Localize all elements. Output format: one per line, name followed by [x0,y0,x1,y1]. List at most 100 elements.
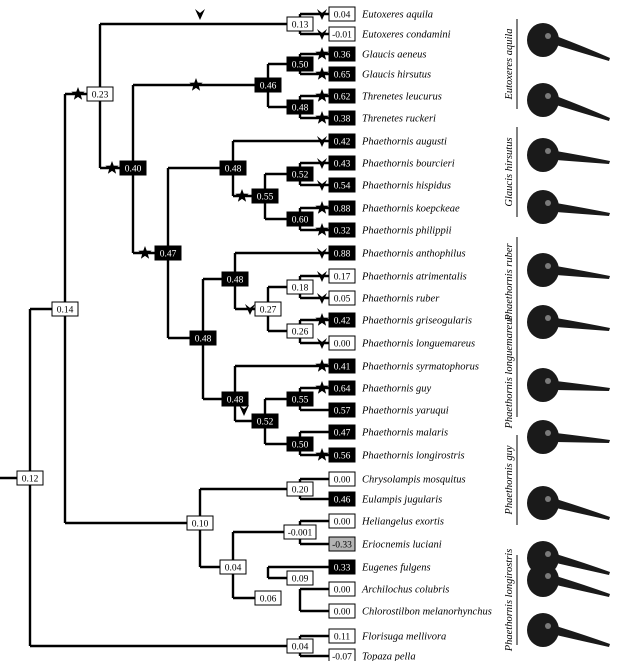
tip-5-value: 0.38 [334,115,351,125]
shift-arrow-icon [317,293,327,304]
node-n_048c-box [189,330,217,346]
shift-star-icon [315,359,329,372]
tip-13-value: 0.05 [334,295,351,305]
shift-star-icon [105,161,119,174]
node-n_027-box [254,301,282,317]
tip-label: Phaethornis yaruqui [361,406,449,417]
tip-label: Heliangelus exortis [361,517,444,528]
node-n_004a-box [219,559,247,575]
bird-head-icon [527,253,610,287]
node-n_046-box [254,77,282,93]
tip-21-value: 0.00 [334,476,351,486]
shift-star-icon [315,89,329,102]
node-n_013-box [286,16,314,32]
node-n_020-box [286,481,314,497]
node-n_004a-value: 0.04 [225,564,242,574]
shift-star-icon [315,47,329,60]
tip-11-value: 0.88 [334,250,351,260]
tip-0-box [328,6,356,22]
tip-2-value: 0.36 [334,51,351,61]
node-n_048a-value: 0.48 [225,165,242,175]
bird-species-label: Phaethornis guy [504,445,515,515]
node-n_014-value: 0.14 [57,306,74,316]
bird-bill [556,499,610,520]
tip-label: Phaethornis atrimentalis [361,272,467,283]
bird-head-icon [527,563,610,597]
tip-label: Archilochus colubris [361,585,449,596]
tip-label: Eutoxeres condamini [361,30,451,41]
bird-head-icon [527,613,610,647]
shift-arrow-icon [317,271,327,282]
tip-label: Phaethornis bourcieri [361,159,455,170]
bird-head-icon [527,190,610,224]
node-n_052b-box [251,413,279,429]
node-n_048b-value: 0.48 [292,104,309,114]
tip-10-value: 0.32 [334,227,351,237]
tip-2-box [328,46,356,62]
tip-label: Phaethornis longirostris [361,451,465,462]
tip-6-value: 0.42 [334,138,351,148]
node-n_050b-box [286,436,314,452]
tip-7-box [328,155,356,171]
bird-head-icon [527,138,610,172]
tip-21-box [328,471,356,487]
node-n_047-value: 0.47 [160,250,177,260]
bird-eye [545,315,551,321]
node-n_004b-value: 0.04 [292,643,309,653]
bird-head [527,305,559,339]
node-n_048d-box [221,271,249,287]
shift-arrow-icon [317,9,327,20]
bird-bill [556,151,610,164]
tip-6-box [328,133,356,149]
node-n_013-value: 0.13 [292,21,309,31]
tip-label: Phaethornis syrmatophorus [361,362,479,373]
bird-head-icon [527,486,610,520]
bird-head [527,613,559,647]
tip-25-value: 0.33 [334,564,351,574]
node-n_root-box [16,470,44,486]
tip-27-value: 0.00 [334,608,351,618]
bird-eye [545,623,551,629]
node-n_048c-value: 0.48 [195,335,212,345]
tip-11-box [328,245,356,261]
tip-3-value: 0.65 [334,71,351,81]
tip-7-value: 0.43 [334,160,351,170]
node-n_046-value: 0.46 [260,82,277,92]
node-n_050b-value: 0.50 [292,441,309,451]
bird-bill [556,554,610,575]
node-n_004b-box [286,638,314,654]
tip-26-box [328,581,356,597]
bird-head [527,190,559,224]
tip-15-box [328,335,356,351]
bird-head-icon [527,420,610,454]
tip-20-value: 0.56 [334,452,351,462]
tip-29-value: -0.07 [332,653,352,661]
tip-17-value: 0.64 [334,385,351,395]
tip-label: Chrysolampis mosquitus [362,475,466,486]
bird-species-label: Phaethornis longirostris [504,549,515,653]
tip-19-value: 0.47 [334,429,351,439]
tip-26-value: 0.00 [334,586,351,596]
tip-19-box [328,424,356,440]
node-n_055b-box [286,391,314,407]
shift-star-icon [315,448,329,461]
tip-14-value: 0.42 [334,317,351,327]
shift-arrow-icon [239,405,249,416]
bird-bill [556,576,610,597]
node-n_048a-box [219,160,247,176]
tip-label: Phaethornis koepckeae [361,204,460,215]
shift-star-icon [315,223,329,236]
tip-25-box [328,559,356,575]
tip-4-box [328,88,356,104]
shift-arrow-icon [317,29,327,40]
tip-label: Topaza pella [362,652,416,661]
node-n_009-value: 0.09 [292,575,309,585]
bird-eye [545,378,551,384]
bird-bill [556,433,610,443]
bird-head [527,253,559,287]
tip-label: Eutoxeres aquila [361,10,433,21]
bird-bill [556,96,610,121]
bird-species-label: Phaethornis longuemareus [504,315,515,429]
tip-0-value: 0.04 [334,11,351,21]
shift-star-icon [315,313,329,326]
